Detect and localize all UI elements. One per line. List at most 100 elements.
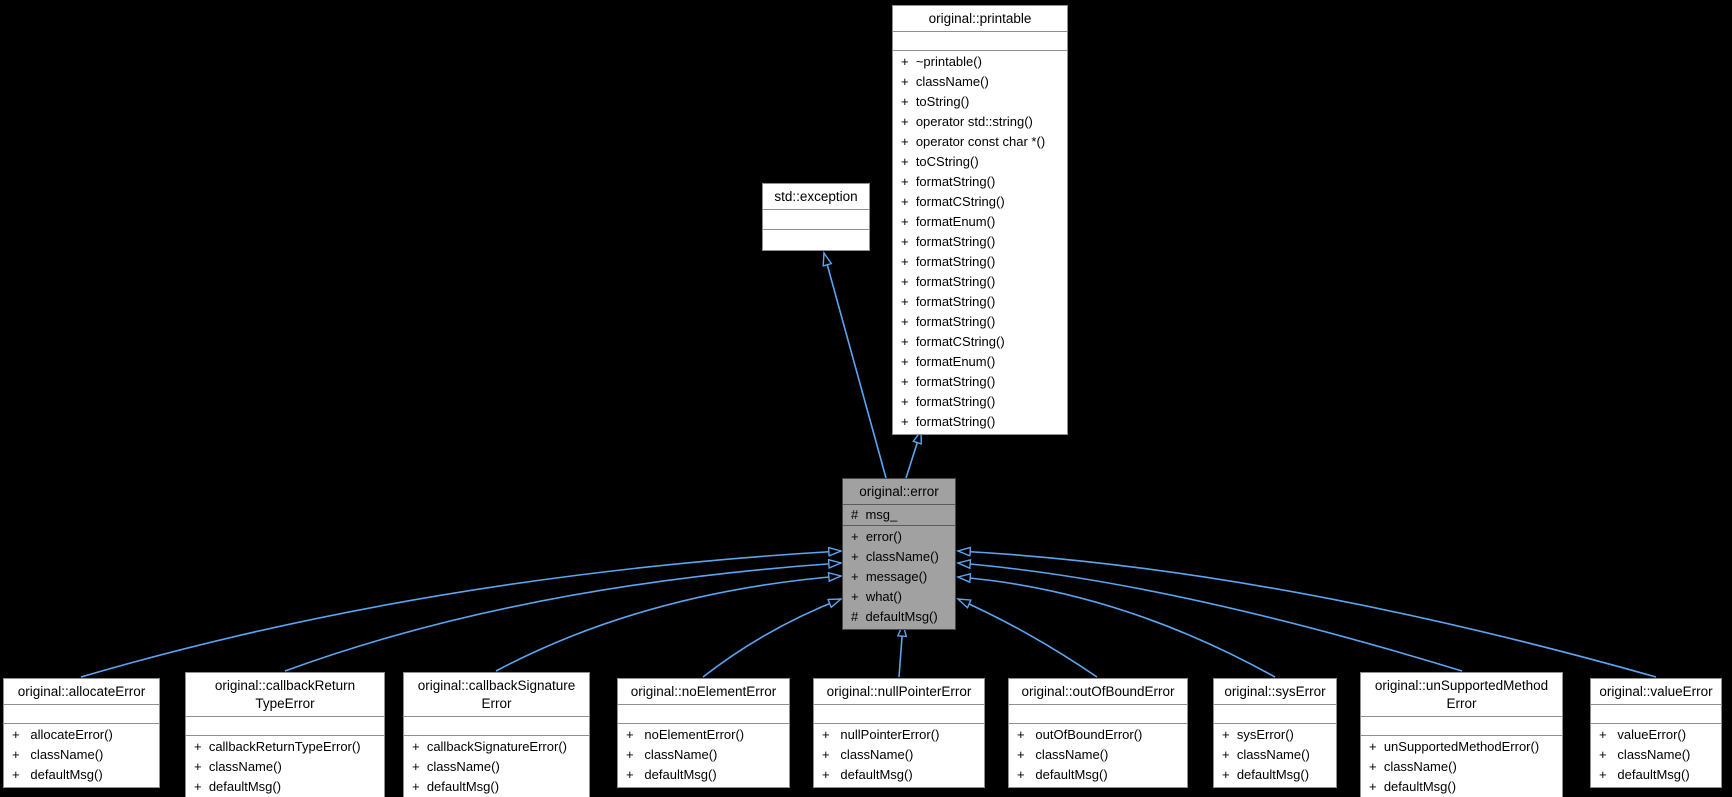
method-row: # defaultMsg() [851, 609, 938, 624]
method-row: + defaultMsg() [1599, 767, 1690, 782]
class-node-null-pointer-error[interactable]: original::nullPointerError + nullPointer… [813, 678, 985, 788]
class-node-std-exception[interactable]: std::exception [762, 183, 870, 251]
method-row: + allocateError() [12, 727, 113, 742]
class-node-out-of-bound-error[interactable]: original::outOfBoundError + outOfBoundEr… [1008, 678, 1188, 788]
method-row: + className() [626, 747, 718, 762]
class-node-callback-return-type-error[interactable]: original::callbackReturn TypeError + cal… [185, 672, 385, 797]
method-row: + className() [851, 549, 939, 564]
method-row: + defaultMsg() [1222, 767, 1310, 782]
class-node-callback-signature-error[interactable]: original::callbackSignature Error + call… [403, 672, 590, 797]
methods-compartment: + noElementError() + className() + defau… [618, 724, 789, 787]
inheritance-edge-unsupported [958, 563, 1463, 672]
attributes-compartment [1214, 705, 1336, 724]
attributes-compartment [4, 705, 159, 724]
method-row: + error() [851, 529, 902, 544]
attributes-compartment [404, 717, 589, 736]
class-title-line: original::callbackSignature [417, 678, 576, 693]
methods-compartment: + ~printable() + className() + toString(… [893, 51, 1067, 434]
attributes-compartment [1591, 705, 1721, 724]
method-row: + what() [851, 589, 902, 604]
method-row: + outOfBoundError() [1017, 727, 1143, 742]
method-row: + className() [194, 759, 282, 774]
method-row: + formatCString() [901, 334, 1005, 349]
class-title: original::unSupportedMethod Error [1361, 673, 1562, 717]
class-node-value-error[interactable]: original::valueError + valueError() + cl… [1590, 678, 1722, 788]
method-row: + nullPointerError() [822, 727, 940, 742]
class-title-line: original::error [859, 484, 939, 499]
method-row: + className() [1369, 759, 1457, 774]
method-row: + formatString() [901, 294, 996, 309]
inheritance-edge-callback-signature [495, 576, 841, 672]
class-title-line: original::outOfBoundError [1021, 684, 1175, 699]
method-row: + toCString() [901, 154, 979, 169]
inheritance-edge-allocate [80, 551, 841, 678]
class-node-original-printable[interactable]: original::printable + ~printable() + cla… [892, 5, 1068, 435]
attributes-compartment [893, 32, 1067, 51]
method-row: + sysError() [1222, 727, 1294, 742]
class-title-line: std::exception [774, 189, 858, 204]
method-row: + noElementError() [626, 727, 745, 742]
method-row: + className() [412, 759, 500, 774]
class-title-line: original::noElementError [630, 684, 777, 699]
method-row: + message() [851, 569, 928, 584]
class-title-line: original::nullPointerError [826, 684, 972, 699]
method-row: + defaultMsg() [1017, 767, 1108, 782]
attributes-compartment: # msg_ [843, 505, 955, 526]
method-row: + defaultMsg() [1369, 779, 1457, 794]
class-node-allocate-error[interactable]: original::allocateError + allocateError(… [3, 678, 160, 788]
method-row: + defaultMsg() [626, 767, 717, 782]
method-row: + className() [12, 747, 104, 762]
inheritance-edge-error-to-printable [905, 431, 921, 479]
class-node-unsupported-method-error[interactable]: original::unSupportedMethod Error + unSu… [1360, 672, 1563, 797]
attributes-compartment [186, 717, 384, 736]
methods-compartment: + outOfBoundError() + className() + defa… [1009, 724, 1187, 787]
method-row: + operator const char *() [901, 134, 1046, 149]
methods-compartment: + sysError() + className() + defaultMsg(… [1214, 724, 1336, 787]
methods-compartment: + error() + className() + message() + wh… [843, 526, 955, 629]
inheritance-edge-value-error [958, 551, 1657, 678]
method-row: + formatString() [901, 314, 996, 329]
class-title: original::valueError [1591, 679, 1721, 705]
class-title: original::callbackReturn TypeError [186, 673, 384, 717]
method-row: + toString() [901, 94, 970, 109]
methods-compartment [763, 230, 869, 250]
method-row: + defaultMsg() [12, 767, 103, 782]
method-row: + ~printable() [901, 54, 982, 69]
method-row: + unSupportedMethodError() [1369, 739, 1540, 754]
class-title-line: original::unSupportedMethod [1374, 678, 1549, 693]
class-title: original::outOfBoundError [1009, 679, 1187, 705]
method-row: + valueError() [1599, 727, 1687, 742]
method-row: + formatString() [901, 234, 996, 249]
attributes-compartment [1361, 717, 1562, 736]
attributes-compartment [1009, 705, 1187, 724]
method-row: + className() [1222, 747, 1310, 762]
attributes-compartment [763, 210, 869, 230]
class-title: original::sysError [1214, 679, 1336, 705]
class-node-sys-error[interactable]: original::sysError + sysError() + classN… [1213, 678, 1337, 788]
inheritance-edge-out-of-bound [958, 599, 1098, 678]
methods-compartment: + allocateError() + className() + defaul… [4, 724, 159, 787]
attributes-compartment [814, 705, 984, 724]
method-row: + formatString() [901, 394, 996, 409]
inheritance-edge-sys-error [958, 577, 1276, 678]
class-node-original-error[interactable]: original::error # msg_ + error() + class… [842, 478, 956, 630]
methods-compartment: + valueError() + className() + defaultMs… [1591, 724, 1721, 787]
class-title-line: original::printable [928, 11, 1032, 26]
class-title-line: original::callbackReturn [214, 678, 356, 693]
method-row: + defaultMsg() [194, 779, 282, 794]
class-title-line: original::allocateError [17, 684, 146, 699]
method-row: + formatString() [901, 274, 996, 289]
method-row: + className() [1017, 747, 1109, 762]
class-title: original::allocateError [4, 679, 159, 705]
class-title-line: TypeError [255, 696, 315, 711]
method-row: + formatEnum() [901, 214, 996, 229]
class-title: original::noElementError [618, 679, 789, 705]
method-row: + formatString() [901, 374, 996, 389]
class-node-no-element-error[interactable]: original::noElementError + noElementErro… [617, 678, 790, 788]
method-row: + defaultMsg() [412, 779, 500, 794]
methods-compartment: + callbackReturnTypeError() + className(… [186, 736, 384, 797]
inheritance-edge-no-element [702, 599, 841, 678]
class-title-line: original::valueError [1599, 684, 1713, 699]
